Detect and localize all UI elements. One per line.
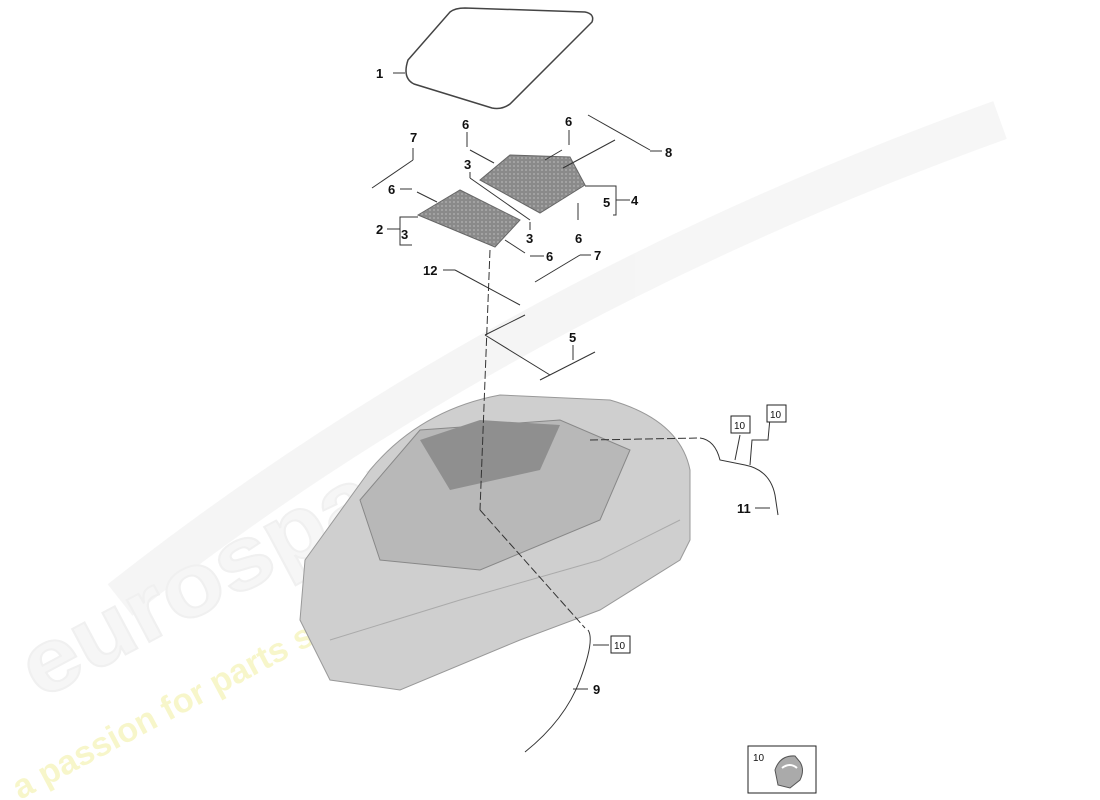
callout-8: 8 xyxy=(665,145,672,160)
callout-3: 3 xyxy=(401,227,408,242)
leader-lines xyxy=(371,72,779,753)
callout-9: 9 xyxy=(593,682,600,697)
callout-11: 11 xyxy=(737,501,751,516)
callout-6: 6 xyxy=(388,182,395,197)
callout-box-10: 10 xyxy=(730,415,751,434)
sunblind-front xyxy=(416,189,521,248)
callout-3: 3 xyxy=(526,231,533,246)
callout-1: 1 xyxy=(376,66,383,81)
clip-detail-box: 10 xyxy=(747,745,817,794)
callout-12: 12 xyxy=(423,263,437,278)
car-body xyxy=(299,394,691,691)
callout-5: 5 xyxy=(569,330,576,345)
svg-text:10: 10 xyxy=(614,641,626,652)
callout-box-10: 10 xyxy=(766,404,787,423)
svg-text:10: 10 xyxy=(734,421,746,432)
callout-5: 5 xyxy=(603,195,610,210)
clip-detail-label: 10 xyxy=(753,753,765,764)
glass-panel-part-1 xyxy=(405,7,594,110)
callout-6: 6 xyxy=(546,249,553,264)
callout-3: 3 xyxy=(464,157,471,172)
sunblind-rear xyxy=(479,154,586,214)
callout-4: 4 xyxy=(631,193,639,208)
callout-2: 2 xyxy=(376,222,383,237)
callout-7: 7 xyxy=(410,130,417,145)
callout-6: 6 xyxy=(462,117,469,132)
svg-text:10: 10 xyxy=(770,410,782,421)
callout-6: 6 xyxy=(575,231,582,246)
callout-7: 7 xyxy=(594,248,601,263)
callout-6: 6 xyxy=(565,114,572,129)
clip-icon xyxy=(774,755,803,789)
callout-box-10: 10 xyxy=(610,635,631,654)
